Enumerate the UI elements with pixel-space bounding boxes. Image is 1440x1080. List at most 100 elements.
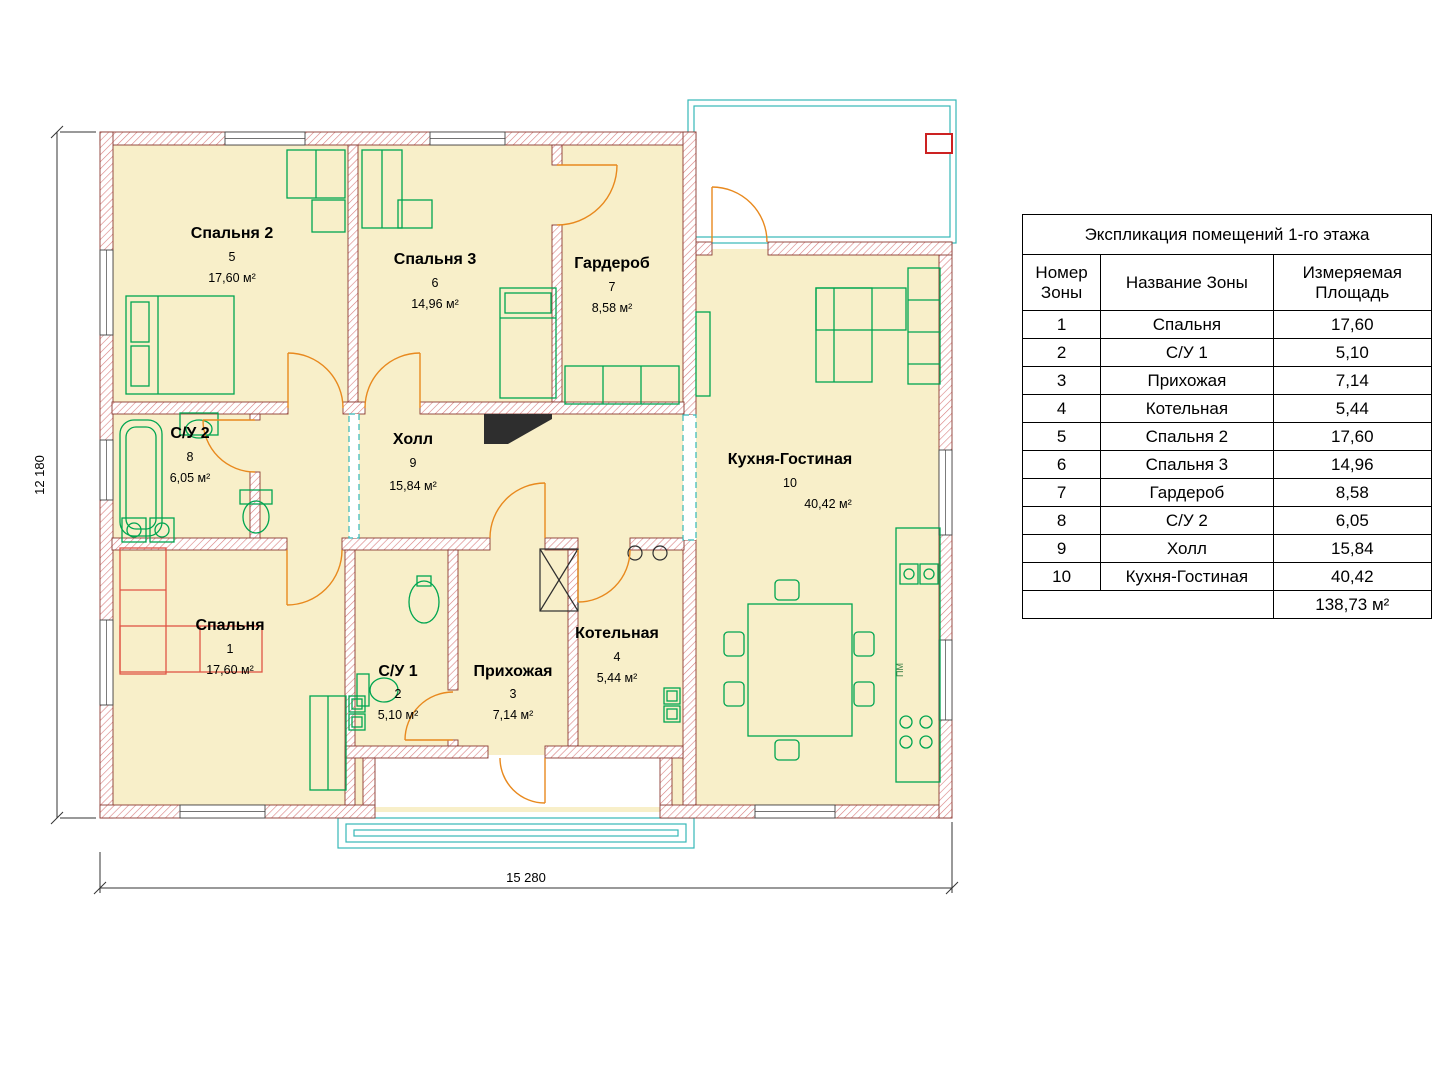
washing-machine-icon <box>121 517 175 543</box>
bed-icon <box>125 295 235 395</box>
table-title: Экспликация помещений 1-го этажа <box>1022 214 1432 255</box>
table-row: 4 Котельная 5,44 <box>1021 394 1433 423</box>
svg-text:2: 2 <box>395 687 402 701</box>
wardrobe-icon <box>286 149 346 233</box>
window-icon <box>754 804 836 819</box>
window-icon <box>99 249 114 336</box>
door-arc <box>364 352 421 409</box>
zone-name: Прихожая <box>1100 366 1274 395</box>
vent-icon <box>348 687 681 731</box>
windows-group <box>99 131 953 819</box>
svg-text:17,60 м²: 17,60 м² <box>206 663 254 677</box>
table-row: 5 Спальня 2 17,60 <box>1021 422 1433 451</box>
svg-text:3: 3 <box>510 687 517 701</box>
zone-area: 5,44 <box>1272 394 1433 423</box>
door-arc <box>499 757 546 804</box>
bed-icon <box>499 287 557 399</box>
toilet-icon <box>239 489 273 534</box>
table-row: 9 Холл 15,84 <box>1021 534 1433 563</box>
zone-area: 8,58 <box>1272 478 1433 507</box>
water-heater-icon <box>539 548 579 612</box>
explication-table: Экспликация помещений 1-го этажа Номер З… <box>1021 214 1433 619</box>
entrance-porch <box>372 755 663 807</box>
boiler-pipes-icon <box>627 545 668 561</box>
table-row: 2 С/У 1 5,10 <box>1021 338 1433 367</box>
sliding-door-icon <box>348 413 697 541</box>
window-icon <box>224 131 306 146</box>
zone-name: Спальня 3 <box>1100 450 1274 479</box>
wardrobe-icon <box>309 695 347 791</box>
dining-table-icon <box>723 579 875 761</box>
table-row: 6 Спальня 3 14,96 <box>1021 450 1433 479</box>
door-arc <box>286 549 343 606</box>
svg-text:15,84 м²: 15,84 м² <box>389 479 437 493</box>
svg-text:1: 1 <box>227 642 234 656</box>
corner-sofa-icon <box>119 547 263 675</box>
total-empty-cell <box>1022 590 1274 619</box>
svg-text:Спальня 2: Спальня 2 <box>191 225 274 242</box>
svg-text:9: 9 <box>410 456 417 470</box>
dimension-horizontal: 15 280 <box>93 822 959 895</box>
zone-number: 4 <box>1021 394 1102 423</box>
svg-text:Холл: Холл <box>393 431 433 448</box>
zone-number: 2 <box>1021 338 1102 367</box>
zone-name: Кухня-Гостиная <box>1100 562 1274 591</box>
zone-number: 3 <box>1021 366 1102 395</box>
zone-name: Холл <box>1100 534 1274 563</box>
window-icon <box>938 449 953 536</box>
room-label: Гардероб 7 8,58 м² <box>574 255 650 315</box>
room-label: Котельная 4 5,44 м² <box>575 625 659 685</box>
svg-text:С/У 1: С/У 1 <box>378 663 417 680</box>
table-row: 7 Гардероб 8,58 <box>1021 478 1433 507</box>
door-arc <box>711 186 768 243</box>
svg-text:8,58 м²: 8,58 м² <box>592 301 633 315</box>
svg-text:Кухня-Гостиная: Кухня-Гостиная <box>728 451 852 468</box>
zone-name: Спальня <box>1100 310 1274 339</box>
door-arcs-group <box>202 164 768 804</box>
room-label: Спальня 3 6 14,96 м² <box>394 251 477 311</box>
terrace-outline <box>687 99 957 244</box>
table-row: 3 Прихожая 7,14 <box>1021 366 1433 395</box>
zone-number: 6 <box>1021 450 1102 479</box>
table-row: 10 Кухня-Гостиная 40,42 <box>1021 562 1433 591</box>
zone-area: 40,42 <box>1272 562 1433 591</box>
svg-text:С/У 2: С/У 2 <box>170 425 209 442</box>
zone-number: 10 <box>1021 562 1102 591</box>
sink-icon <box>408 575 440 624</box>
svg-text:14,96 м²: 14,96 м² <box>411 297 459 311</box>
zone-area: 14,96 <box>1272 450 1433 479</box>
zone-area: 15,84 <box>1272 534 1433 563</box>
room-label: Спальня 2 5 17,60 м² <box>191 225 274 285</box>
closet-shelves-icon <box>564 365 680 405</box>
window-icon <box>429 131 506 146</box>
svg-text:5: 5 <box>229 250 236 264</box>
svg-text:Спальня 3: Спальня 3 <box>394 251 477 268</box>
dimension-vertical: 12 180 <box>32 125 96 825</box>
zone-number: 1 <box>1021 310 1102 339</box>
room-label: Кухня-Гостиная 10 40,42 м² <box>728 451 852 511</box>
total-row: 138,73 м² <box>1022 590 1433 619</box>
zone-name: Котельная <box>1100 394 1274 423</box>
dishwasher-label: ПМ <box>895 663 905 677</box>
table-row: 1 Спальня 17,60 <box>1021 310 1433 339</box>
svg-text:17,60 м²: 17,60 м² <box>208 271 256 285</box>
tv-stand-icon <box>695 311 711 397</box>
room-label: С/У 2 8 6,05 м² <box>170 425 211 485</box>
zone-name: С/У 1 <box>1100 338 1274 367</box>
sofa-icon <box>815 287 907 383</box>
svg-text:7: 7 <box>609 280 616 294</box>
svg-text:5,44 м²: 5,44 м² <box>597 671 638 685</box>
header-zone-number: Номер Зоны <box>1021 254 1102 311</box>
door-arc <box>577 549 631 603</box>
zone-name: С/У 2 <box>1100 506 1274 535</box>
door-arc <box>287 352 344 409</box>
zone-name: Спальня 2 <box>1100 422 1274 451</box>
door-arc <box>404 691 454 741</box>
svg-text:8: 8 <box>187 450 194 464</box>
kitchen-counter-icon <box>895 527 941 783</box>
toilet-icon <box>356 673 399 707</box>
window-icon <box>179 804 266 819</box>
room-label: Спальня 1 17,60 м² <box>195 617 264 677</box>
